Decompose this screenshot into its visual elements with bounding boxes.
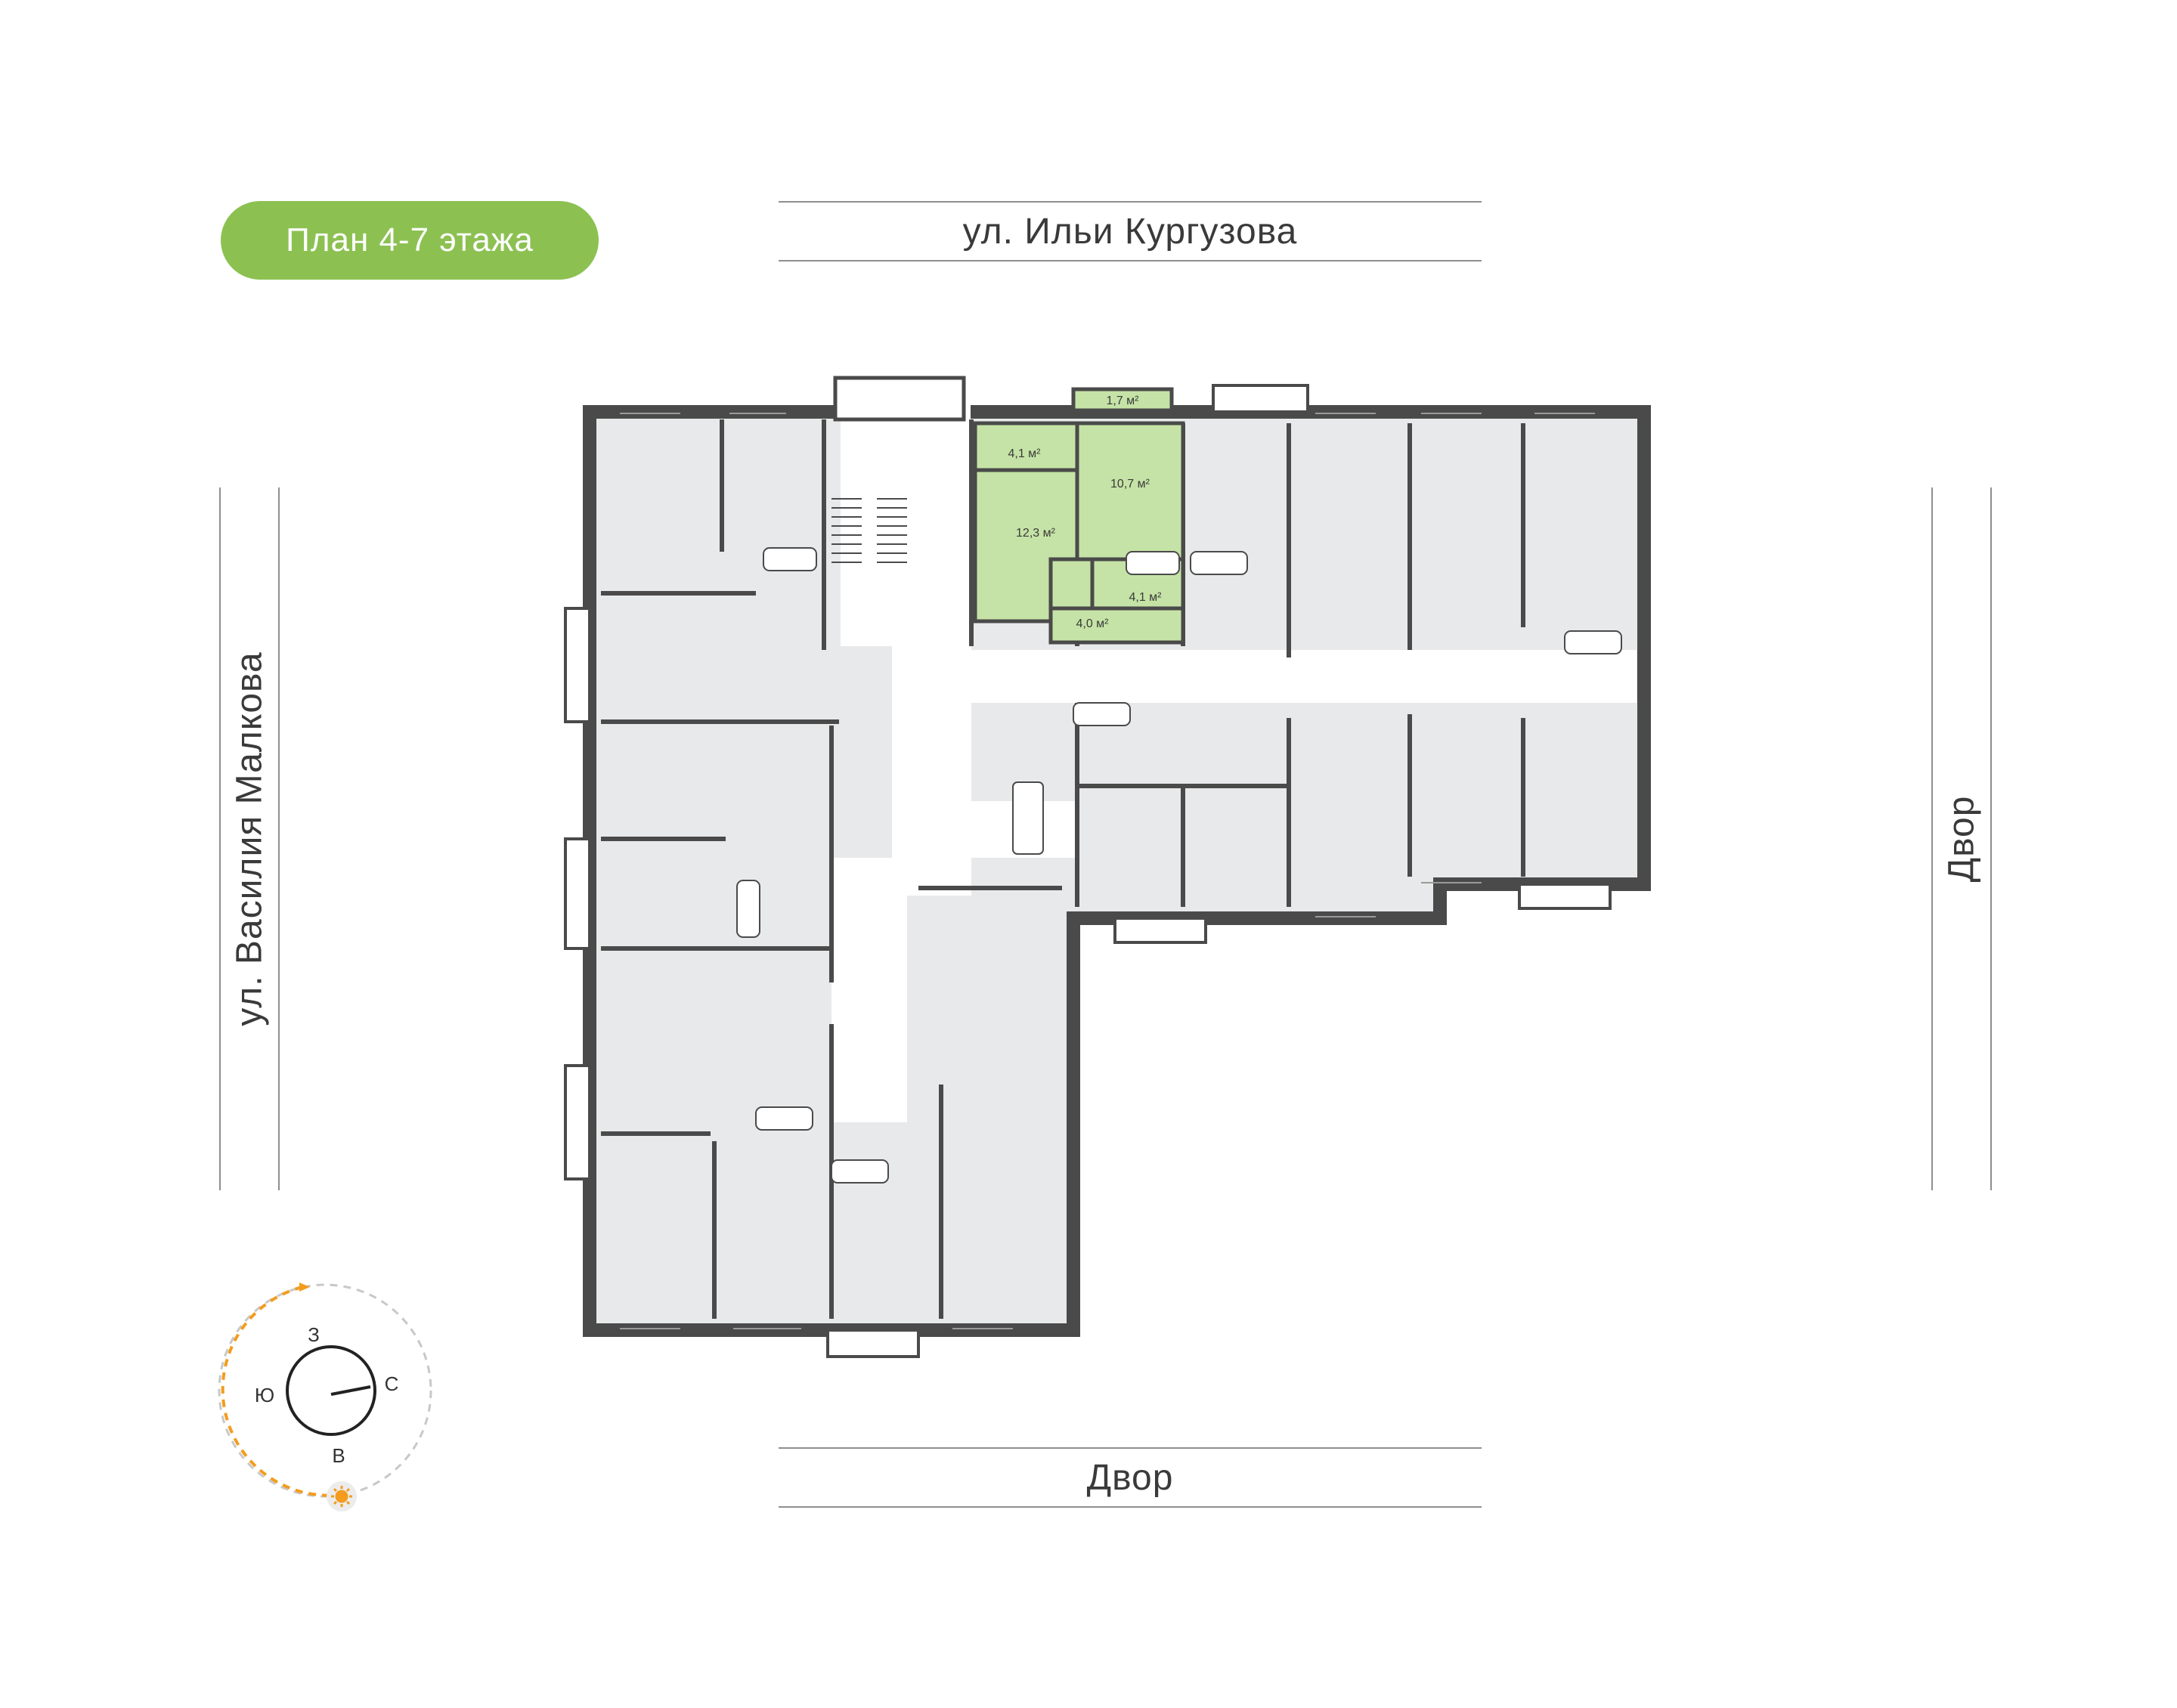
street-label-left: ул. Василия Малкова	[219, 487, 280, 1190]
area-label: 4,1 м²	[1129, 591, 1162, 604]
corridor-zones	[831, 382, 1637, 1122]
area-label: 1,7 м²	[1106, 395, 1139, 407]
compass-north-letter: С	[385, 1372, 399, 1395]
area-label: 4,0 м²	[1076, 617, 1109, 630]
area-label: 10,7 м²	[1110, 478, 1150, 490]
floor-plan-title-badge: План 4-7 этажа	[221, 201, 599, 280]
windows	[620, 413, 1595, 1329]
room-area-labels: 1,7 м² 4,1 м² 10,7 м² 12,3 м² 4,1 м² 4,0…	[1008, 395, 1162, 630]
area-label: 12,3 м²	[1016, 527, 1056, 540]
compass-south-letter: Ю	[255, 1384, 274, 1406]
street-name-top: ул. Ильи Кургузова	[962, 211, 1298, 252]
compass-east-letter: В	[332, 1444, 345, 1467]
balconies	[564, 384, 1612, 1358]
staircase	[831, 376, 966, 563]
compass-rose: З С Ю В	[218, 1283, 432, 1512]
courtyard-name-bottom: Двор	[1086, 1457, 1174, 1498]
compass-west-letter: З	[308, 1323, 320, 1346]
street-label-right: Двор	[1931, 487, 1992, 1190]
highlighted-apartment	[973, 387, 1185, 645]
street-label-bottom: Двор	[779, 1447, 1482, 1508]
sun-icon	[331, 1486, 352, 1507]
area-label: 4,1 м²	[1008, 447, 1041, 460]
street-label-top: ул. Ильи Кургузова	[779, 201, 1482, 261]
bathroom-fixtures	[736, 547, 1622, 1184]
